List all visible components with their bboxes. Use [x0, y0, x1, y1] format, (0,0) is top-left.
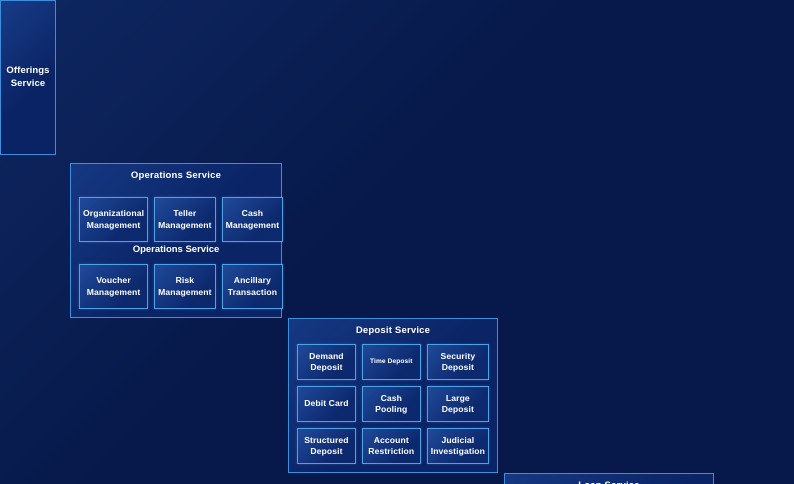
cell-security-deposit[interactable]: Security Deposit — [426, 344, 489, 380]
cell-structured-deposit[interactable]: Structured Deposit — [297, 428, 356, 464]
cell-grid-deposit-service: Demand Deposit Time Deposit Security Dep… — [289, 340, 497, 472]
panel-deposit-service[interactable]: Deposit Service Demand Deposit Time Depo… — [288, 318, 498, 473]
cell-cash-pooling[interactable]: Cash Pooling — [361, 386, 421, 422]
panel-operations-service[interactable]: Operations Service Operations Service Or… — [70, 163, 284, 318]
cell-voucher-management[interactable]: Voucher Management — [79, 264, 149, 309]
cell-cash-management[interactable]: Cash Management — [221, 197, 284, 242]
panel-loan-service[interactable]: Loan Service Personal Loan Corporate Loa… — [504, 473, 714, 484]
cell-demand-deposit[interactable]: Demand Deposit — [297, 344, 356, 380]
cell-judicial-investigation[interactable]: Judicial Investigation — [426, 428, 489, 464]
row-label-text: Offerings Service — [6, 64, 50, 89]
cell-debit-card[interactable]: Debit Card — [297, 386, 356, 422]
cell-large-deposit[interactable]: Large Deposit — [426, 386, 489, 422]
cell-organizational-management[interactable]: Organizational Management — [79, 197, 149, 242]
cell-grid-operations-service: Organizational Management Teller Managem… — [71, 185, 284, 317]
panel-title-loan-service: Loan Service — [505, 474, 713, 484]
cell-ancillary-transaction[interactable]: Ancillary Transaction — [221, 264, 284, 309]
panel-title-operations-service: Operations Service — [130, 170, 222, 181]
cell-teller-management[interactable]: Teller Management — [154, 197, 216, 242]
row-label-offerings-service[interactable]: Offerings Service — [0, 0, 56, 155]
panel-title-deposit-service: Deposit Service — [355, 325, 431, 336]
cell-account-restriction[interactable]: Account Restriction — [361, 428, 421, 464]
cell-risk-management[interactable]: Risk Management — [154, 264, 216, 309]
cell-time-deposit[interactable]: Time Deposit — [361, 344, 421, 380]
